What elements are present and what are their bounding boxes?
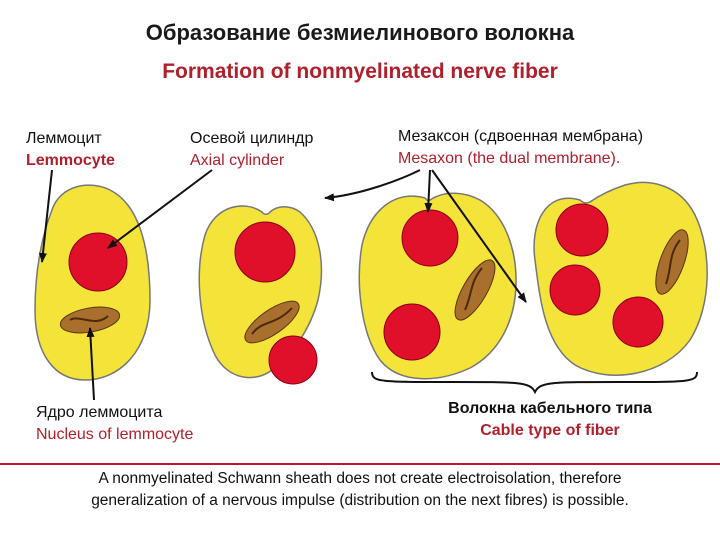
arrow-lemmocyte (38, 169, 53, 263)
schwann-cell-diagram (34, 169, 708, 401)
stage-2-cell (198, 205, 323, 385)
stage-4-cell (533, 181, 708, 376)
stage-3-chromatin (464, 267, 483, 311)
label-axial-cylinder: Осевой цилиндр Axial cylinder (190, 128, 313, 172)
label-lemmocyte-en: Lemmocyte (26, 152, 115, 169)
stage-3-axon-bottom (383, 303, 441, 361)
label-mesaxon: Мезаксон (сдвоенная мембрана) Mesaxon (t… (398, 126, 643, 170)
label-cable-en: Cable type of fiber (480, 422, 620, 439)
label-cable-ru: Волокна кабельного типа (448, 400, 652, 417)
cable-brace (371, 371, 698, 395)
stage-2-chromatin (251, 307, 293, 335)
stage-1-cell (34, 184, 151, 381)
arrow-nucleus (86, 327, 95, 401)
stage-2-free-axon (268, 335, 318, 385)
arrow-axial-cylinder (107, 169, 213, 249)
label-nucleus-ru: Ядро леммоцита (36, 404, 163, 421)
stage-1-axon (68, 232, 128, 292)
stage-1-chromatin (69, 315, 109, 322)
footer-divider (0, 463, 720, 465)
label-axial-en: Axial cylinder (190, 152, 285, 169)
stage-3-cell (358, 192, 517, 380)
stage-4-nucleus (655, 229, 689, 295)
arrow-mesaxon-1 (324, 169, 421, 202)
arrow-mesaxon-3 (431, 169, 527, 303)
title-english: Formation of nonmyelinated nerve fiber (162, 60, 558, 83)
stage-3-nucleus (454, 259, 496, 321)
stage-4-axon-2 (549, 264, 601, 316)
arrow-mesaxon-2 (424, 169, 433, 213)
title-russian: Образование безмиелинового волокна (145, 20, 575, 45)
footer-note: A nonmyelinated Schwann sheath does not … (10, 468, 710, 512)
stage-3-axon-top (401, 209, 459, 267)
label-mesaxon-ru: Мезаксон (сдвоенная мембрана) (398, 128, 644, 145)
stage-4-chromatin (665, 239, 681, 285)
stage-2-axon (234, 221, 296, 283)
stage-4-axon-1 (555, 203, 609, 257)
stage-4-axon-3 (612, 296, 664, 348)
label-cable-type: Волокна кабельного типа Cable type of fi… (410, 398, 690, 442)
footer-line-1: A nonmyelinated Schwann sheath does not … (98, 470, 622, 487)
label-axial-ru: Осевой цилиндр (190, 130, 314, 147)
label-lemmocyte: Леммоцит Lemmocyte (26, 128, 115, 172)
label-lemmocyte-ru: Леммоцит (26, 130, 102, 147)
footer-line-2: generalization of a nervous impulse (dis… (91, 492, 629, 509)
label-nucleus: Ядро леммоцита Nucleus of lemmocyte (36, 402, 193, 446)
label-nucleus-en: Nucleus of lemmocyte (36, 426, 194, 443)
label-mesaxon-en: Mesaxon (the dual membrane). (398, 150, 621, 167)
